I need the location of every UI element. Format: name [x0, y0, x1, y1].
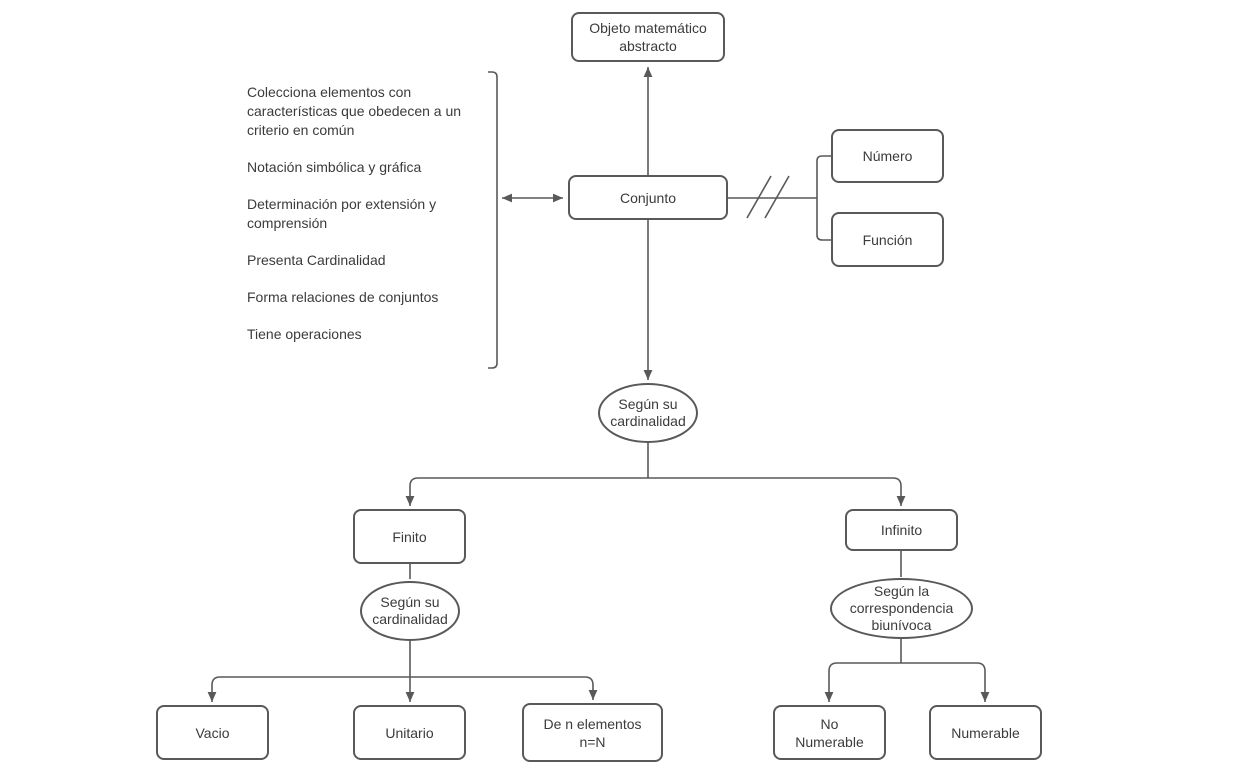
property-item: Tiene operaciones	[247, 326, 362, 342]
node-label: Infinito	[880, 522, 923, 538]
node-label: Según su	[618, 396, 678, 412]
node-objeto-matematico-abstracto: Objeto matemático abstracto	[571, 12, 725, 62]
connector-criterion3-to-children	[824, 639, 990, 702]
node-unitario: Unitario	[353, 705, 466, 760]
node-numero: Número	[831, 129, 944, 183]
slash-icon	[746, 175, 772, 219]
node-label: Conjunto	[619, 189, 677, 206]
property-item: Presenta Cardinalidad	[247, 252, 386, 268]
branch-to-infinito	[648, 477, 906, 506]
node-label: Vacio	[195, 724, 230, 741]
property-item: Notación simbólica y gráfica	[247, 159, 422, 175]
branch-to-no-numerable	[824, 662, 901, 702]
node-no-numerable: No Numerable	[773, 705, 886, 760]
node-label: cardinalidad	[610, 413, 686, 429]
property-item: Determinación por extensión y comprensió…	[247, 196, 437, 231]
node-label: Objeto matemático	[589, 20, 707, 36]
connector-criterion1-to-children	[405, 443, 906, 506]
node-label: Función	[862, 231, 913, 248]
left-bracket	[488, 71, 498, 369]
node-segun-la-correspondencia-biunivoca: Según la correspondencia biunívoca	[830, 578, 973, 639]
node-finito: Finito	[353, 509, 466, 564]
node-label: n=N	[579, 733, 606, 750]
conjunto-properties-list: Colecciona elementos con características…	[247, 83, 489, 362]
not-equal-slashes	[746, 175, 790, 219]
node-numerable: Numerable	[929, 705, 1042, 760]
slash-icon	[764, 175, 790, 219]
branch-to-numerable	[901, 662, 990, 702]
node-label: Según la	[873, 583, 930, 599]
node-label: Finito	[392, 528, 427, 545]
branch-to-de-n-elementos	[410, 676, 598, 700]
node-funcion: Función	[831, 212, 944, 267]
node-label: biunívoca	[871, 617, 932, 633]
node-segun-su-cardinalidad-2: Según su cardinalidad	[360, 581, 460, 641]
branch-to-finito	[405, 477, 648, 506]
node-vacio: Vacio	[156, 705, 269, 760]
node-segun-su-cardinalidad-1: Según su cardinalidad	[598, 383, 698, 443]
node-label: correspondencia	[849, 600, 954, 616]
node-label: cardinalidad	[372, 611, 448, 627]
node-label: abstracto	[619, 38, 677, 54]
node-label: Numerable	[951, 724, 1020, 741]
node-label: Unitario	[385, 724, 434, 741]
connector-criterion2-to-children	[207, 641, 598, 702]
node-label: De n elementos	[543, 715, 642, 732]
branch-to-vacio	[207, 676, 410, 702]
node-label: Número	[862, 148, 913, 164]
node-de-n-elementos: De n elementos n=N	[522, 703, 663, 762]
property-item: Forma relaciones de conjuntos	[247, 289, 439, 305]
node-infinito: Infinito	[845, 509, 958, 551]
property-item: Colecciona elementos con características…	[247, 84, 462, 138]
node-label: Según su	[380, 594, 440, 610]
right-bracket	[816, 155, 831, 241]
node-label: Numerable	[795, 733, 864, 750]
node-label: No	[820, 715, 839, 732]
node-conjunto: Conjunto	[568, 175, 728, 220]
